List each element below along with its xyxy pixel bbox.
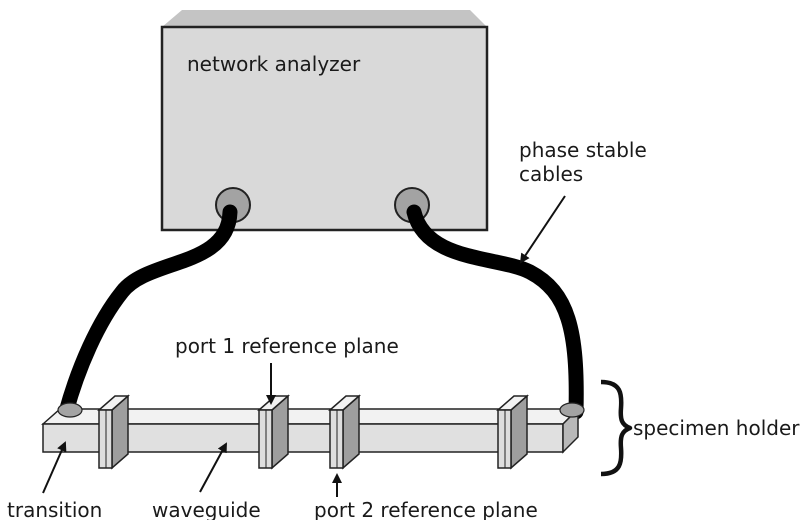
waveguide-label: waveguide [152, 498, 261, 520]
port2-label: port 2 reference plane [314, 498, 538, 520]
transition-label: transition [7, 498, 102, 520]
flange-1 [97, 394, 130, 470]
specimen-holder-label: specimen holder [633, 416, 800, 440]
cables-arrow [519, 195, 566, 264]
flange-2-port-1 [257, 394, 290, 470]
specimen-holder-brace [600, 379, 633, 477]
flange-3-port-2 [328, 394, 361, 470]
waveguide-arrow [199, 442, 227, 493]
cable-left [58, 204, 238, 420]
transition-left-cap [57, 402, 83, 418]
network-analyzer: network analyzer [160, 10, 489, 232]
transition-arrow [42, 441, 67, 494]
cables-label-line-1: phase stable [519, 138, 647, 162]
annotation-labels: phase stable cables port 1 reference pla… [7, 138, 800, 522]
phase-stable-cables [58, 204, 584, 420]
cable-right [406, 204, 584, 420]
specimen-holder-assembly [41, 394, 585, 470]
flange-4 [496, 394, 529, 470]
port1-label: port 1 reference plane [175, 334, 399, 358]
analyzer-front-face [160, 25, 489, 232]
cables-label-line-2: cables [519, 162, 583, 186]
transition-right-cap [559, 402, 585, 418]
annotation-arrows [42, 195, 566, 497]
analyzer-top-face [162, 10, 487, 27]
analyzer-label: network analyzer [187, 52, 361, 76]
